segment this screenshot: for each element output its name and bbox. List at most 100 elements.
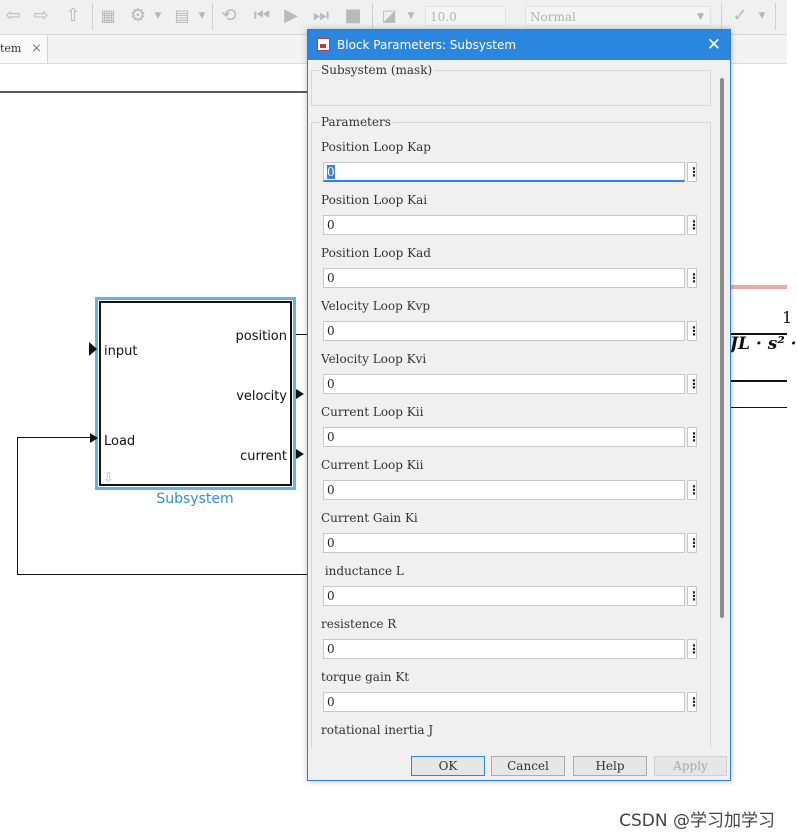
parameters-group [311, 122, 711, 752]
toolbar-separator [212, 3, 213, 30]
chevron-down-icon[interactable]: ▼ [758, 11, 766, 21]
param-input-current-kii-2[interactable]: 0 [323, 480, 685, 500]
param-input-position-kap[interactable]: 0 [323, 162, 685, 182]
param-label-rotational-inertia: rotational inertia J [321, 723, 434, 737]
more-options-button[interactable]: ⋮ [687, 692, 700, 712]
block-parameters-dialog: Block Parameters: Subsystem ✕ Subsystem … [307, 29, 731, 781]
explorer-bar-divider [0, 91, 308, 93]
outport-arrow-current [296, 449, 304, 459]
param-input-torque-gain[interactable]: 0 [323, 692, 685, 712]
signal-line[interactable] [730, 407, 787, 408]
help-button[interactable]: Help [573, 756, 647, 776]
tab-model[interactable]: tem × [0, 35, 48, 63]
forward-icon[interactable]: ⇨ [33, 5, 49, 26]
update-diagram-icon[interactable]: ⟲ [221, 5, 237, 26]
outport-label-position: position [235, 329, 288, 344]
param-label-current-gain-ki: Current Gain Ki [321, 511, 418, 525]
more-options-button[interactable]: ⋮ [687, 374, 700, 394]
param-label-velocity-kvi: Velocity Loop Kvi [321, 352, 427, 366]
param-label-position-kai: Position Loop Kai [321, 193, 428, 207]
param-input-resistence[interactable]: 0 [323, 639, 685, 659]
toolbar-separator [775, 3, 776, 30]
signal-line[interactable] [17, 574, 308, 575]
chevron-down-icon[interactable]: ▼ [407, 11, 415, 21]
run-icon[interactable]: ▶ [284, 5, 298, 26]
signal-line[interactable] [17, 437, 18, 575]
scope-icon[interactable]: ◪ [381, 6, 397, 25]
param-label-inductance: inductance L [321, 564, 404, 578]
param-input-velocity-kvp[interactable]: 0 [323, 321, 685, 341]
tab-label: tem [0, 42, 22, 55]
tf-denominator: JL · s² · [730, 334, 797, 354]
outport-label-current: current [240, 449, 287, 464]
watermark: CSDN @学习加学习 [619, 811, 775, 831]
param-label-position-kap: Position Loop Kap [321, 140, 431, 154]
subsystem-block-body [99, 301, 292, 486]
signal-line[interactable] [296, 334, 308, 335]
toolbar: ⇦ ⇨ ⇧ ▦ ⚙ ▼ ▤ ▼ ⟲ ⏮ ▶ ⏭ ■ ◪ ▼ 10.0 Norma… [0, 0, 787, 35]
block-border [730, 380, 787, 382]
up-icon[interactable]: ⇧ [65, 5, 81, 26]
more-options-button[interactable]: ⋮ [687, 639, 700, 659]
dialog-titlebar[interactable]: Block Parameters: Subsystem ✕ [308, 30, 730, 60]
step-back-icon[interactable]: ⏮ [253, 5, 271, 26]
more-options-button[interactable]: ⋮ [687, 162, 700, 182]
inport-label-load: Load [104, 434, 136, 449]
param-label-velocity-kvp: Velocity Loop Kvp [321, 299, 431, 313]
signal-line[interactable] [17, 437, 92, 438]
chevron-down-icon[interactable]: ▼ [154, 11, 162, 21]
param-label-torque-gain: torque gain Kt [321, 670, 410, 684]
more-options-button[interactable]: ⋮ [687, 427, 700, 447]
vertical-scrollbar[interactable] [720, 78, 724, 618]
param-input-inductance[interactable]: 0 [323, 586, 685, 606]
step-forward-icon[interactable]: ⏭ [312, 5, 330, 26]
library-browser-icon[interactable]: ▦ [100, 6, 116, 25]
close-icon[interactable]: × [31, 41, 42, 56]
param-input-velocity-kvi[interactable]: 0 [323, 374, 685, 394]
simulation-mode-select[interactable]: Normal ▼ [525, 6, 711, 26]
more-options-button[interactable]: ⋮ [687, 533, 700, 553]
model-config-icon[interactable]: ▤ [174, 6, 190, 25]
check-icon[interactable]: ✓ [732, 5, 748, 26]
toolbar-separator [92, 3, 93, 30]
inport-arrow-input [89, 342, 97, 356]
stop-icon[interactable]: ■ [344, 5, 362, 26]
more-options-button[interactable]: ⋮ [687, 215, 700, 235]
chevron-down-icon: ▼ [697, 12, 704, 22]
chevron-down-icon[interactable]: ▼ [198, 11, 206, 21]
inport-arrow-load [90, 433, 98, 443]
close-icon[interactable]: ✕ [706, 35, 721, 55]
more-options-button[interactable]: ⋮ [687, 321, 700, 341]
outport-label-velocity: velocity [236, 389, 287, 404]
subsystem-block-name[interactable]: Subsystem [156, 491, 234, 507]
toolbar-separator [372, 3, 373, 30]
param-value: 0 [327, 165, 335, 179]
mask-description-group [311, 70, 711, 106]
dialog-button-bar: OK Cancel Help Apply [308, 748, 730, 780]
stop-time-input[interactable]: 10.0 [425, 6, 506, 26]
simulation-mode-value: Normal [530, 10, 576, 24]
cancel-button[interactable]: Cancel [491, 756, 565, 776]
outport-arrow-velocity [296, 389, 304, 399]
gear-icon[interactable]: ⚙ [129, 5, 147, 26]
arrow-down-icon: ⇩ [103, 471, 114, 486]
param-input-current-kii[interactable]: 0 [323, 427, 685, 447]
fraction-bar [730, 333, 787, 335]
param-input-position-kai[interactable]: 0 [323, 215, 685, 235]
transfer-function-block[interactable] [730, 285, 787, 384]
apply-button[interactable]: Apply [654, 756, 727, 776]
dialog-title: Block Parameters: Subsystem [337, 38, 517, 52]
toolbar-separator [721, 3, 722, 30]
subsystem-block[interactable]: input Load position velocity current ⇩ [95, 297, 296, 490]
more-options-button[interactable]: ⋮ [687, 268, 700, 288]
param-input-current-gain-ki[interactable]: 0 [323, 533, 685, 553]
param-input-position-kad[interactable]: 0 [323, 268, 685, 288]
ok-button[interactable]: OK [411, 756, 485, 776]
back-icon[interactable]: ⇦ [5, 5, 21, 26]
param-label-resistence: resistence R [321, 617, 397, 631]
simulink-icon [317, 38, 330, 51]
param-label-current-kii-2: Current Loop Kii [321, 458, 424, 472]
more-options-button[interactable]: ⋮ [687, 480, 700, 500]
more-options-button[interactable]: ⋮ [687, 586, 700, 606]
mask-group-label: Subsystem (mask) [319, 63, 435, 77]
